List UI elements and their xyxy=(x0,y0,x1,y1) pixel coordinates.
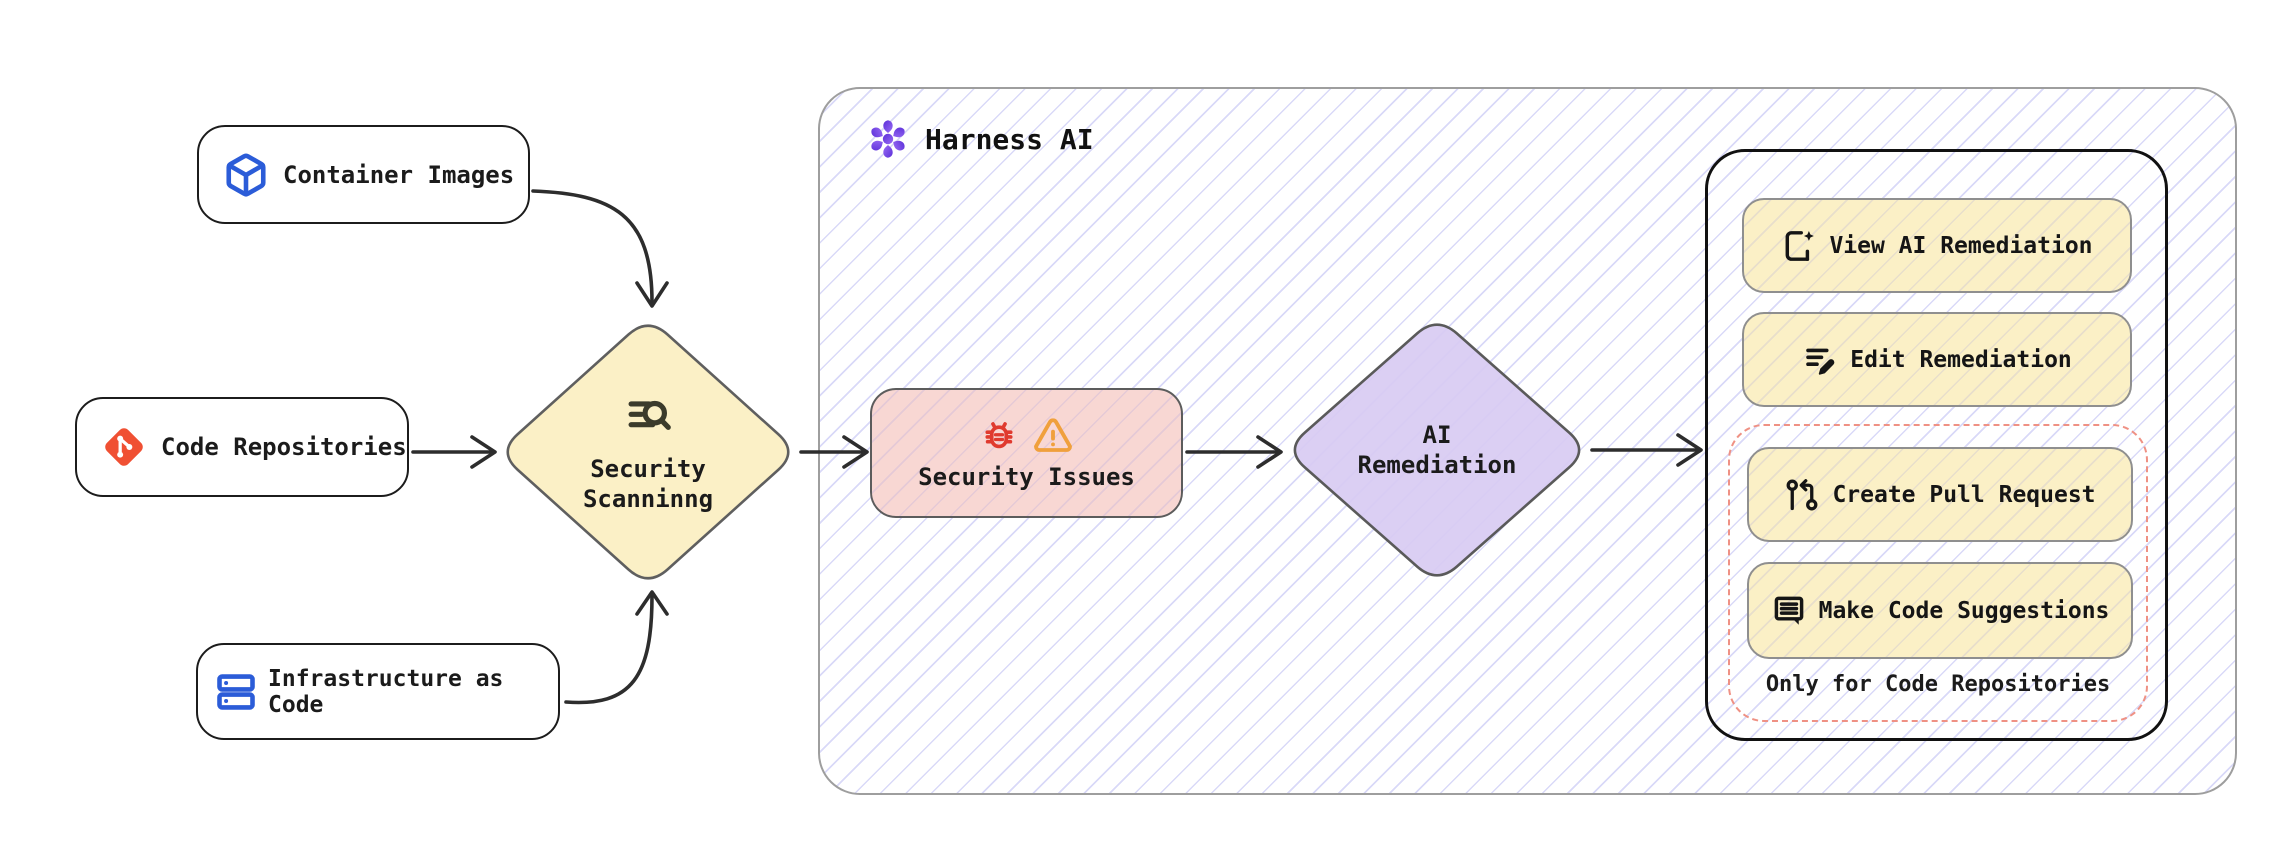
diamond-label-line: AI xyxy=(1422,421,1452,449)
button-label: Make Code Suggestions xyxy=(1818,597,2110,624)
node-label: Security Issues xyxy=(918,463,1135,491)
bug-icon xyxy=(984,422,1013,449)
git-icon xyxy=(105,428,143,466)
edit-remediation-icon xyxy=(1806,348,1835,375)
button-label: View AI Remediation xyxy=(1829,232,2093,259)
harness-ai-header: Harness AI xyxy=(864,115,1094,163)
harness-ai-icon xyxy=(871,120,905,158)
code-repo-only-group: Create Pull Request Make Code Suggestion… xyxy=(1728,424,2148,722)
restriction-note: Only for Code Repositories xyxy=(1765,672,2111,697)
diamond-label-line: Remediation xyxy=(1357,451,1517,479)
arrow-container-images-to-scanning xyxy=(531,189,669,308)
harness-ai-title: Harness AI xyxy=(925,122,1094,156)
make-code-suggestions-button[interactable]: Make Code Suggestions xyxy=(1747,562,2133,659)
server-stack-icon xyxy=(217,673,255,710)
button-label: Create Pull Request xyxy=(1832,481,2096,508)
node-ai-remediation[interactable]: AI Remediation xyxy=(1285,316,1589,584)
node-label: Code Repositories xyxy=(161,433,407,461)
arrow-code-repositories-to-scanning xyxy=(411,435,497,469)
view-remediation-icon xyxy=(1786,230,1815,261)
create-pull-request-button[interactable]: Create Pull Request xyxy=(1747,447,2133,542)
security-issues-icons xyxy=(980,415,1074,457)
node-infrastructure-as-code[interactable]: Infrastructure as Code xyxy=(196,643,560,740)
view-ai-remediation-button[interactable]: View AI Remediation xyxy=(1742,198,2132,293)
node-container-images[interactable]: Container Images xyxy=(197,125,530,224)
scan-search-icon xyxy=(628,400,671,430)
remediation-actions-panel: View AI Remediation Edit Remediation xyxy=(1705,149,2168,741)
node-security-issues[interactable]: Security Issues xyxy=(870,388,1183,518)
arrow-iac-to-scanning xyxy=(564,590,669,705)
button-label: Edit Remediation xyxy=(1850,346,2072,373)
node-code-repositories[interactable]: Code Repositories xyxy=(75,397,409,497)
node-label: Infrastructure as Code xyxy=(268,665,504,718)
node-label: Container Images xyxy=(283,160,515,189)
edit-remediation-button[interactable]: Edit Remediation xyxy=(1742,312,2132,407)
diamond-label-line: Security xyxy=(590,455,706,483)
node-security-scanning[interactable]: Security Scanninng xyxy=(498,317,798,587)
pull-request-icon xyxy=(1786,478,1818,510)
warning-icon xyxy=(1033,418,1072,452)
cube-icon xyxy=(226,153,266,197)
code-suggestions-icon xyxy=(1774,596,1803,625)
diamond-label-line: Scanninng xyxy=(582,485,714,513)
